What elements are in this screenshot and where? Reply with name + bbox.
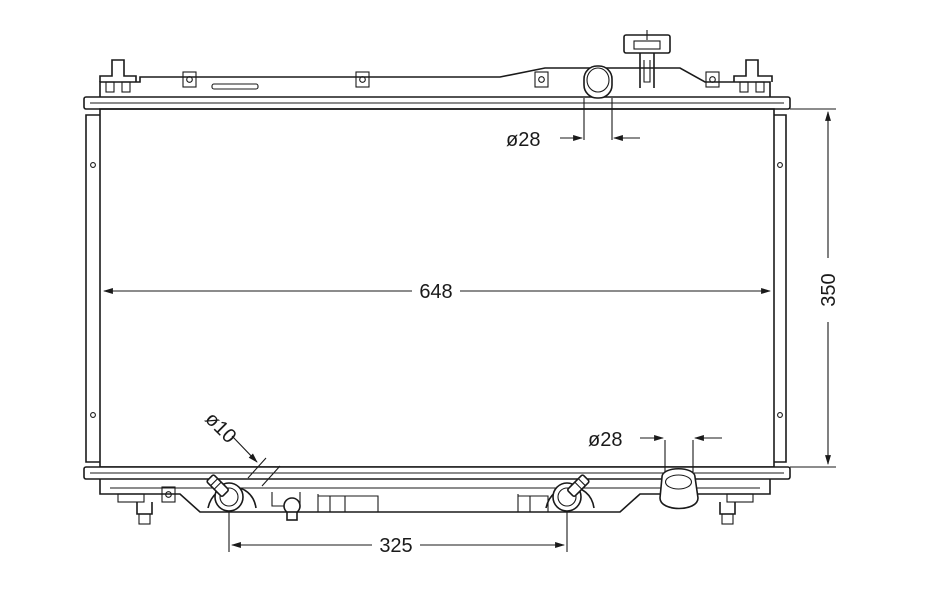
outlet-diameter-dimension: ø28 [588, 429, 722, 451]
inlet-diameter-dimension: ø28 [506, 129, 640, 151]
small-port-diameter-label: ø10 [200, 408, 240, 448]
height-dimension: 350 [790, 108, 840, 468]
drain-plug [283, 497, 301, 521]
small-port-dimension: ø10 [200, 408, 258, 463]
top-tank [83, 59, 791, 110]
inlet-diameter-label: ø28 [506, 129, 540, 151]
spacing-label: 325 [379, 535, 412, 557]
outlet-diameter-label: ø28 [588, 429, 622, 451]
right-fitting [545, 474, 595, 512]
inlet-pipe [583, 65, 613, 140]
width-dimension: 648 [103, 281, 771, 303]
filler-cap [623, 30, 671, 88]
outlet-pipe [659, 440, 699, 510]
left-fitting [206, 457, 281, 512]
height-label: 350 [818, 273, 840, 306]
width-label: 648 [419, 281, 452, 303]
spacing-dimension: 325 [228, 511, 568, 557]
